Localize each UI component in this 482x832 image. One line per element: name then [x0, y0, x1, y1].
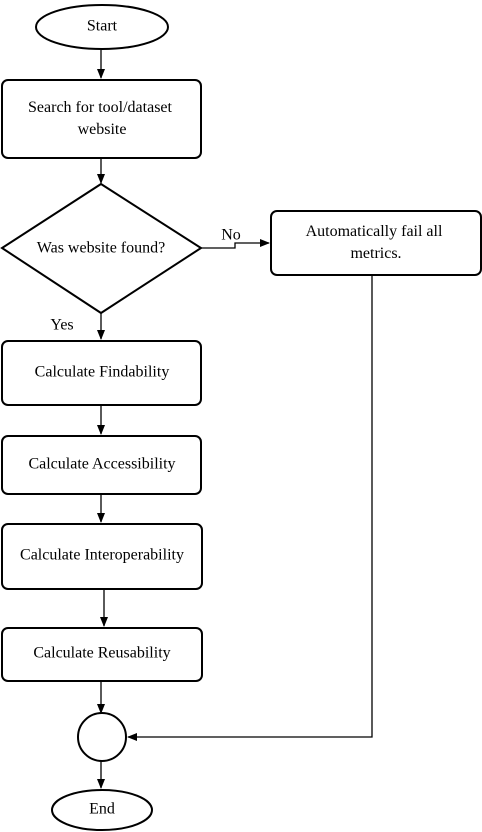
- fail-label: Automatically fail all metrics.: [306, 223, 447, 262]
- decision-label: Was website found?: [37, 240, 165, 257]
- fail-label-line-2: metrics.: [350, 245, 401, 262]
- merge-circle: [77, 712, 127, 762]
- reusability-label: Calculate Reusability: [33, 645, 170, 662]
- end-label: End: [89, 801, 115, 818]
- start-ellipse: [35, 4, 169, 50]
- end-ellipse: [51, 789, 153, 831]
- edge-label-no: No: [221, 227, 241, 244]
- accessibility-node: Calculate Accessibility: [1, 435, 202, 495]
- findability-box: [1, 340, 202, 406]
- interoperability-node: Calculate Interoperability: [1, 523, 203, 590]
- decision-diamond: [0, 182, 203, 315]
- start-label: Start: [87, 18, 118, 35]
- findability-label: Calculate Findability: [35, 364, 170, 381]
- fail-node: Automatically fail all metrics.: [270, 210, 482, 276]
- merge-node: [77, 712, 127, 762]
- fail-label-line-1: Automatically fail all: [306, 223, 443, 240]
- edge-decision-no-to-fail: [201, 239, 270, 249]
- end-node: End: [51, 789, 153, 831]
- interoperability-label: Calculate Interoperability: [20, 547, 184, 564]
- reusability-node: Calculate Reusability: [1, 627, 203, 682]
- search-node: Search for tool/dataset website: [1, 79, 202, 159]
- reusability-box: [1, 627, 203, 682]
- search-box: [1, 79, 202, 159]
- accessibility-box: [1, 435, 202, 495]
- search-label: Search for tool/dataset website: [28, 99, 176, 138]
- fail-box: [270, 210, 482, 276]
- edge-fail-to-merge: [127, 275, 373, 741]
- search-label-line-2: website: [78, 121, 127, 138]
- interoperability-box: [1, 523, 203, 590]
- edge-label-yes: Yes: [50, 317, 73, 334]
- start-node: Start: [35, 4, 169, 50]
- search-label-line-1: Search for tool/dataset: [28, 99, 173, 116]
- decision-node: Was website found?: [0, 182, 203, 315]
- accessibility-label: Calculate Accessibility: [28, 456, 175, 473]
- findability-node: Calculate Findability: [1, 340, 202, 406]
